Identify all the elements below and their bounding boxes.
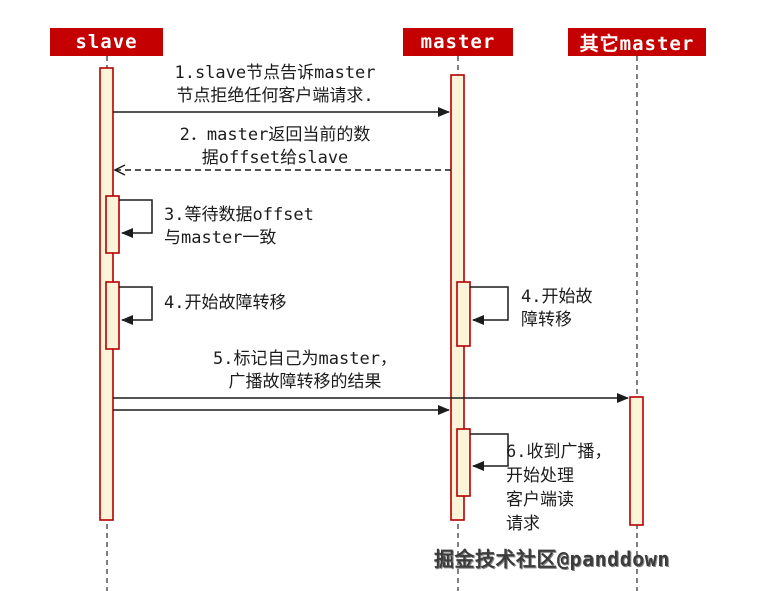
activation-bar-slave-step3 [105, 195, 120, 254]
activation-bar-master-step4 [456, 281, 471, 347]
self-message-3-slave [119, 199, 153, 238]
message-label-3: 3.等待数据offset 与master一致 [164, 205, 314, 248]
actor-master: master [403, 28, 513, 56]
message-label-6: 6.收到广播， 开始处理 客户端读 请求 [506, 442, 612, 534]
message-label-4-slave: 4.开始故障转移 [164, 293, 287, 313]
watermark: 掘金技术社区@panddown [434, 547, 670, 571]
actor-other-master: 其它master [568, 28, 706, 56]
message-label-1: 1.slave节点告诉master 节点拒绝任何客户端请求. [174, 63, 376, 106]
self-message-6-master [470, 433, 509, 471]
self-message-4-master [470, 286, 509, 325]
message-label-5: 5.标记自己为master， 广播故障转移的结果 [213, 349, 397, 392]
self-message-4-slave [119, 286, 153, 325]
activation-bar-master-step6 [456, 428, 471, 497]
message-label-4-master: 4.开始故 障转移 [521, 287, 593, 330]
activation-bar-other-master [629, 396, 644, 526]
activation-bar-slave-step4 [105, 281, 120, 350]
message-label-2: 2．master返回当前的数 据offset给slave [179, 125, 371, 168]
actor-slave: slave [50, 28, 163, 56]
